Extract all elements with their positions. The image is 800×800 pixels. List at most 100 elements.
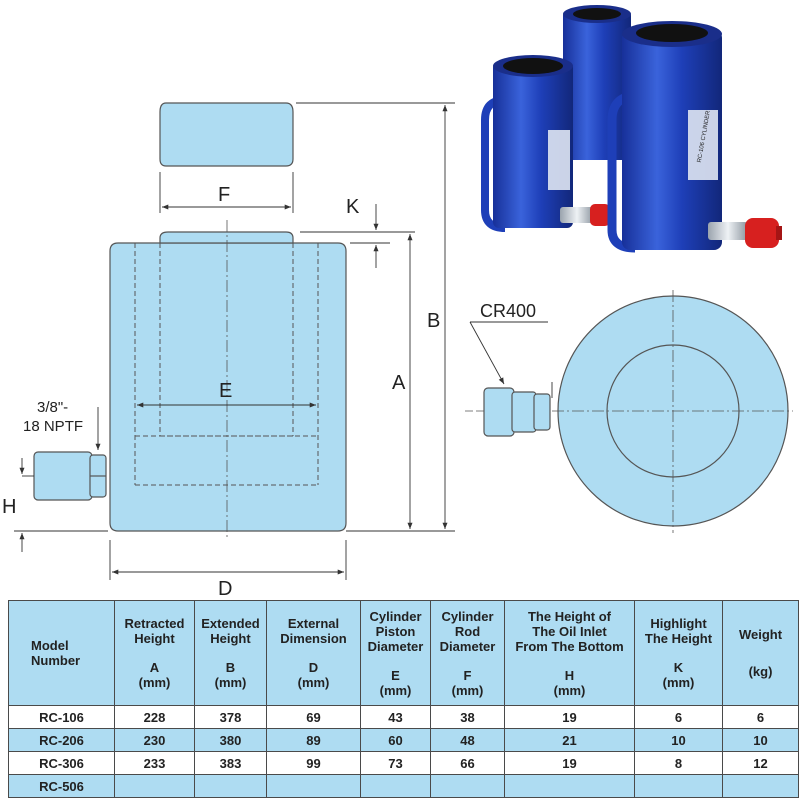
header-unit: (mm)	[214, 675, 247, 690]
header-line: Extended	[201, 616, 260, 631]
header-unit: H	[564, 667, 575, 683]
header-line: Height	[134, 631, 175, 646]
value-cell: 380	[194, 728, 267, 752]
header-line: External	[287, 616, 340, 631]
value-cell: 69	[266, 705, 361, 729]
header-unit: (mm)	[379, 682, 412, 698]
value-cell	[504, 774, 635, 798]
model-cell: RC-106	[8, 705, 115, 729]
header-line: Dimension	[280, 631, 347, 646]
label-cr: CR400	[480, 301, 536, 321]
header-unit: K	[673, 660, 684, 675]
header-line: The Height	[644, 631, 713, 646]
technical-drawing: F K B A E D H 3/8"- 18 NPTF CR400	[2, 5, 793, 600]
value-cell	[360, 774, 431, 798]
label-D: D	[218, 578, 232, 600]
value-cell: 230	[114, 728, 195, 752]
value-cell	[266, 774, 361, 798]
header-line: Height	[210, 631, 251, 646]
value-cell: 38	[430, 705, 505, 729]
value-cell: 43	[360, 705, 431, 729]
label-H: H	[2, 496, 16, 518]
rod-top	[159, 231, 294, 244]
value-cell: 228	[114, 705, 195, 729]
header-line: Rod	[454, 623, 481, 639]
label-F: F	[218, 184, 230, 206]
value-cell: 10	[722, 728, 799, 752]
column-header: Weight (kg)	[722, 600, 799, 706]
product-photo: RC-106 CYLINDER	[481, 5, 782, 253]
header-unit: (mm)	[451, 682, 484, 698]
value-cell: 10	[634, 728, 723, 752]
value-cell: 19	[504, 751, 635, 775]
value-cell: 383	[194, 751, 267, 775]
port-thread-label: 3/8"- 18 NPTF	[23, 399, 83, 435]
value-cell: 6	[722, 705, 799, 729]
value-cell	[430, 774, 505, 798]
header-line: Piston	[375, 623, 416, 639]
port-label-line1: 3/8"-	[37, 399, 68, 416]
front-dimensions	[14, 102, 455, 580]
table-row: RC-506	[8, 774, 799, 798]
label-E: E	[219, 380, 232, 402]
value-cell: 6	[634, 705, 723, 729]
value-cell: 21	[504, 728, 635, 752]
header-line: The Height of	[527, 608, 612, 624]
header-line: Cylinder	[369, 608, 422, 624]
value-cell: 66	[430, 751, 505, 775]
header-unit: (kg)	[748, 664, 773, 679]
value-cell	[634, 774, 723, 798]
value-cell: 48	[430, 728, 505, 752]
value-cell: 73	[360, 751, 431, 775]
rod-head-detail	[159, 102, 294, 167]
top-port-fitting	[483, 387, 515, 437]
front-dimension-labels: F K B A E D H	[2, 184, 440, 600]
value-cell	[722, 774, 799, 798]
value-cell: 8	[634, 751, 723, 775]
header-line: Cylinder	[441, 608, 494, 624]
value-cell: 99	[266, 751, 361, 775]
cylinder-front: RC-106 CYLINDER	[607, 21, 782, 253]
value-cell: 378	[194, 705, 267, 729]
header-line: Highlight	[650, 616, 707, 631]
header-line: Model	[31, 638, 69, 653]
label-A: A	[392, 372, 406, 394]
cylinder-body	[109, 242, 347, 532]
model-cell: RC-206	[8, 728, 115, 752]
label-B: B	[427, 310, 440, 332]
model-cell: RC-306	[8, 751, 115, 775]
header-unit: A	[149, 660, 160, 675]
header-unit: B	[225, 660, 236, 675]
model-cell: RC-506	[8, 774, 115, 798]
header-line: Diameter	[439, 638, 496, 654]
header-line: Retracted	[124, 616, 185, 631]
header-unit: (mm)	[297, 675, 330, 690]
value-cell	[194, 774, 267, 798]
header-line: From The Bottom	[515, 638, 624, 654]
port-label-line2: 18 NPTF	[23, 418, 83, 435]
header-line: Diameter	[367, 638, 424, 654]
value-cell: 12	[722, 751, 799, 775]
header-line: Number	[31, 653, 81, 668]
header-unit: (mm)	[138, 675, 171, 690]
value-cell: 60	[360, 728, 431, 752]
header-unit: E	[391, 667, 400, 683]
header-line: Weight	[738, 627, 783, 642]
header-unit: F	[463, 667, 472, 683]
header-line: The Oil Inlet	[532, 623, 607, 639]
header-unit: (mm)	[553, 682, 586, 698]
cylinder-left	[481, 55, 610, 232]
label-K: K	[346, 196, 360, 218]
front-view	[33, 102, 347, 540]
